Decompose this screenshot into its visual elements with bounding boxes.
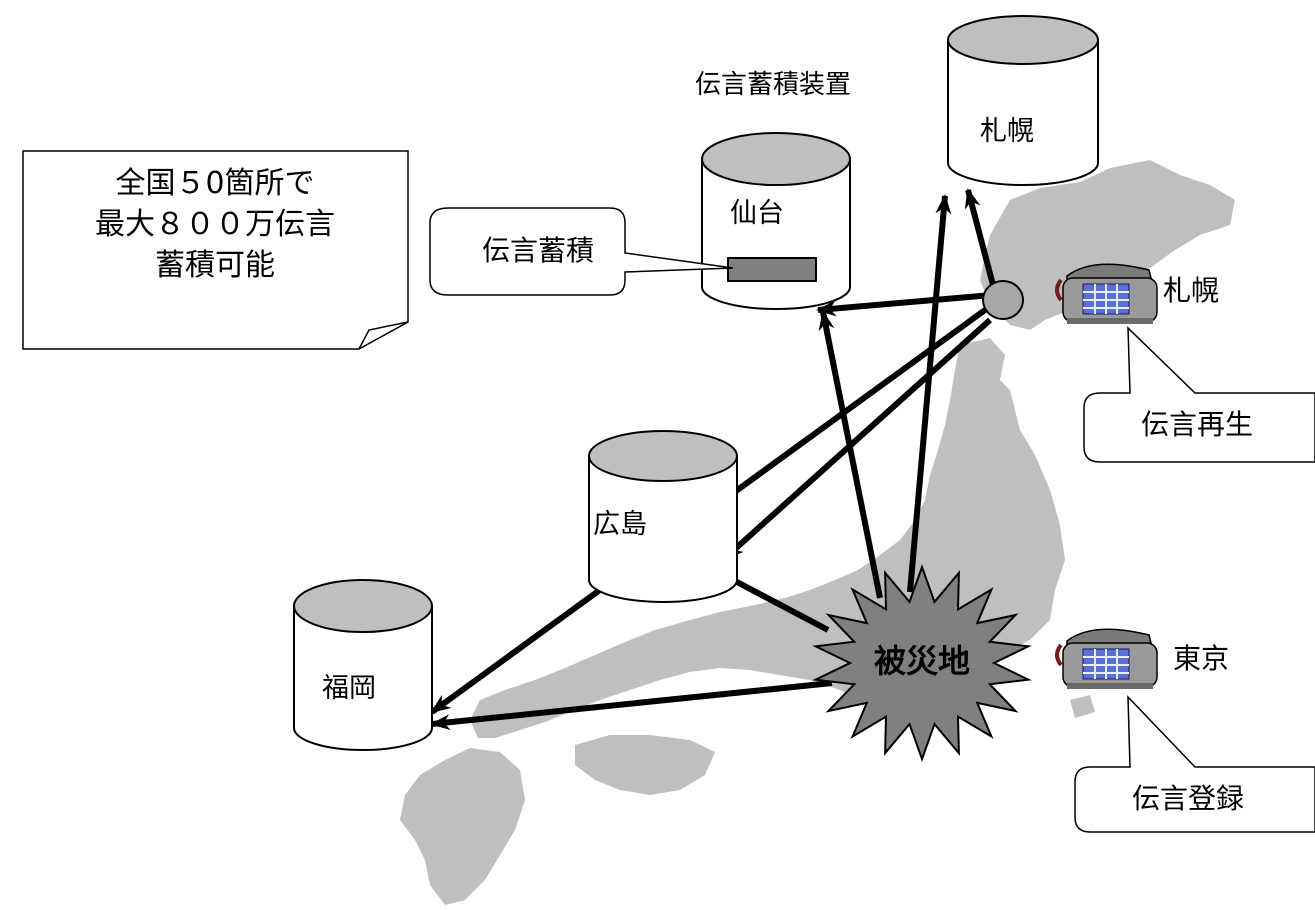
cylinder-top (588, 430, 738, 482)
capacity-note: 全国５0箇所で 最大８００万伝言 蓄積可能 (22, 150, 409, 350)
phone-keypad-grid (1083, 649, 1129, 679)
map-shikoku (575, 735, 715, 795)
arrow-disaster-to-sendai (818, 310, 883, 599)
arrow-disaster-to-sapporo-db-1 (907, 194, 952, 593)
sapporo-hub-node (982, 280, 1024, 320)
cylinder-body (588, 456, 738, 603)
note-line-3: 蓄積可能 (155, 248, 275, 283)
arrow-hub-to-sendai (816, 292, 993, 317)
storage-cylinder-fukuoka: 福岡 (293, 579, 433, 751)
cylinder-top (701, 132, 851, 186)
storage-device-title: 伝言蓄積装置 (695, 70, 851, 100)
phone-keypad-grid (1083, 284, 1129, 314)
arrow-disaster-to-fukuoka (430, 680, 833, 731)
phone-tokyo (1055, 628, 1158, 689)
phone-label-tokyo: 東京 (1173, 642, 1229, 675)
cylinder-body (947, 40, 1099, 186)
phone-label-sapporo: 札幌 (1163, 274, 1219, 307)
callout-shape (1074, 695, 1315, 833)
map-hokkaido (980, 160, 1235, 330)
stored-message-block (727, 257, 817, 282)
phone-sapporo (1055, 263, 1158, 324)
storage-label-hiroshima: 広島 (593, 509, 647, 540)
storage-cylinder-hiroshima: 広島 (588, 430, 738, 603)
arrow-hub-to-sapporo-db (964, 188, 996, 286)
callout-register: 伝言登録 (1074, 695, 1315, 833)
arrow-hub-to-hiroshima (722, 317, 993, 561)
map-izu-islands (1070, 695, 1095, 718)
phone-base-icon (1067, 318, 1153, 324)
note-shape (22, 150, 409, 350)
callout-store: 伝言蓄積 (429, 207, 734, 296)
phone-cord-icon (1055, 643, 1063, 667)
cylinder-top (293, 579, 433, 633)
storage-label-sapporo: 札幌 (980, 116, 1034, 147)
cylinder-top (947, 15, 1099, 65)
phone-cord-icon (1055, 278, 1063, 302)
callout-register-label: 伝言登録 (1132, 782, 1244, 815)
storage-label-sendai: 仙台 (730, 198, 784, 229)
map-kyushu (400, 748, 525, 905)
callout-store-label: 伝言蓄積 (482, 234, 594, 267)
disaster-area-starburst: 被災地 (812, 564, 1032, 762)
note-line-2: 最大８００万伝言 (95, 207, 335, 242)
storage-cylinder-sendai: 仙台 (701, 132, 851, 310)
callout-playback-label: 伝言再生 (1141, 408, 1253, 441)
cylinder-body (293, 606, 433, 751)
storage-cylinder-sapporo: 札幌 (947, 15, 1099, 186)
phone-base-icon (1067, 683, 1153, 689)
disaster-area-label: 被災地 (874, 642, 970, 680)
starburst-shape (812, 564, 1032, 762)
callout-playback: 伝言再生 (1083, 326, 1315, 463)
note-fold (358, 321, 409, 350)
note-line-1: 全国５0箇所で (115, 166, 314, 201)
callout-shape (1083, 326, 1315, 463)
storage-label-fukuoka: 福岡 (322, 673, 376, 704)
callout-shape (429, 207, 734, 296)
